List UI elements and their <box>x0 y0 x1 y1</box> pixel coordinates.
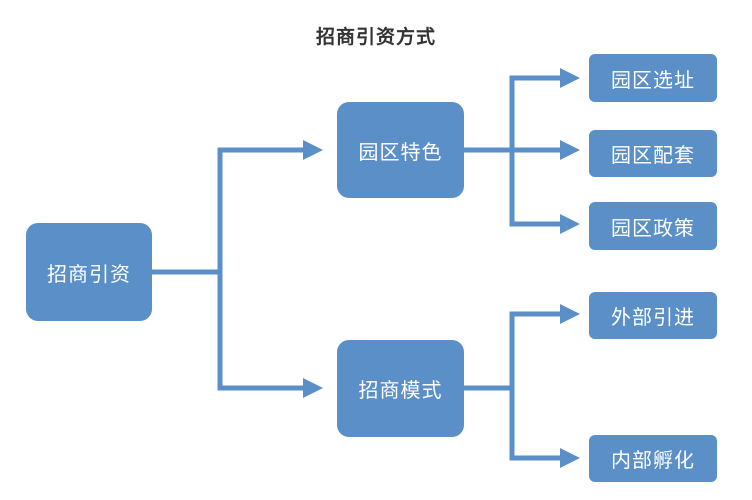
node-leaf-policy: 园区政策 <box>589 202 717 250</box>
edge-models-to-incubation <box>509 388 580 468</box>
edge-models-to-external <box>509 304 580 388</box>
edge-root-to-models <box>217 272 323 398</box>
node-leaf-site: 园区选址 <box>589 54 717 102</box>
node-root: 招商引资 <box>26 223 152 321</box>
node-leaf-external: 外部引进 <box>589 292 717 339</box>
node-branch-models: 招商模式 <box>337 340 464 437</box>
node-branch-features: 园区特色 <box>337 102 464 198</box>
diagram-title: 招商引资方式 <box>315 26 436 48</box>
node-leaf-facilities: 园区配套 <box>589 130 717 177</box>
edge-features-to-policy <box>509 150 580 234</box>
edge-features-to-site <box>509 68 580 150</box>
edge-root-to-features <box>217 140 323 272</box>
node-leaf-incubation: 内部孵化 <box>589 435 717 482</box>
